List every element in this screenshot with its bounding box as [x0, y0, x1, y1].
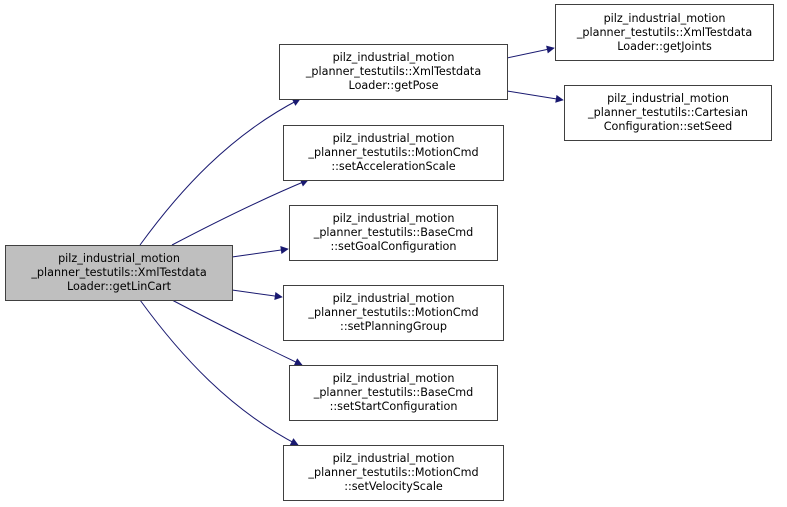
node-label-line: _planner_testutils::MotionCmd	[308, 306, 479, 319]
node-label-line: ::setPlanningGroup	[340, 320, 447, 333]
node-setSeed[interactable]: pilz_industrial_motion _planner_testutil…	[564, 85, 772, 141]
node-setPlanningGroup[interactable]: pilz_industrial_motion _planner_testutil…	[283, 285, 504, 341]
node-label-line: pilz_industrial_motion	[332, 452, 455, 465]
node-label-line: _planner_testutils::BaseCmd	[313, 226, 474, 239]
edge-getLinCart-setAccelerationScale	[171, 179, 309, 246]
node-label-line: _planner_testutils::Cartesian	[588, 106, 748, 119]
node-label-line: _planner_testutils::MotionCmd	[308, 466, 479, 479]
node-label-line: _planner_testutils::XmlTestdata	[305, 65, 482, 78]
edge-getLinCart-setVelocityScale	[139, 299, 299, 446]
node-label-line: _planner_testutils::XmlTestdata	[31, 266, 207, 279]
edge-getPose-setSeed	[506, 90, 564, 103]
node-label-line: Loader::getJoints	[617, 39, 712, 53]
node-label-line: pilz_industrial_motion	[58, 252, 180, 265]
node-label-line: ::setAccelerationScale	[331, 160, 456, 173]
node-label-line: pilz_industrial_motion	[607, 92, 729, 105]
node-setStartConfiguration[interactable]: pilz_industrial_motion _planner_testutil…	[289, 365, 498, 421]
node-label-line: Loader::getPose	[348, 79, 439, 92]
node-label-line: Loader::getLinCart	[66, 280, 172, 293]
node-setAccelerationScale[interactable]: pilz_industrial_motion _planner_testutil…	[283, 125, 504, 181]
edge-getLinCart-setPlanningGroup	[231, 289, 283, 300]
node-getJoints[interactable]: pilz_industrial_motion _planner_testutil…	[555, 4, 774, 61]
node-label-line: _planner_testutils::XmlTestdata	[576, 25, 753, 39]
node-label-line: pilz_industrial_motion	[332, 292, 455, 305]
edge-getPose-getJoints	[506, 45, 555, 59]
node-label-line: ::setStartConfiguration	[329, 400, 458, 413]
node-label-line: _planner_testutils::BaseCmd	[313, 386, 474, 399]
node-label-line: ::setGoalConfiguration	[330, 240, 457, 253]
node-setGoalConfiguration[interactable]: pilz_industrial_motion _planner_testutil…	[289, 205, 498, 261]
node-label-line: Configuration::setSeed	[603, 120, 733, 133]
node-label-line: pilz_industrial_motion	[603, 11, 726, 25]
node-label-line: _planner_testutils::MotionCmd	[308, 146, 479, 159]
node-getLinCart: pilz_industrial_motion _planner_testutil…	[5, 245, 233, 301]
node-getPose[interactable]: pilz_industrial_motion _planner_testutil…	[279, 44, 508, 100]
node-label-line: pilz_industrial_motion	[332, 212, 455, 225]
node-label-line: pilz_industrial_motion	[332, 51, 455, 64]
node-setVelocityScale[interactable]: pilz_industrial_motion _planner_testutil…	[283, 445, 504, 501]
node-label-line: ::setVelocityScale	[344, 480, 443, 493]
node-label-line: pilz_industrial_motion	[332, 132, 455, 145]
edge-getLinCart-setStartConfiguration	[171, 299, 303, 366]
edge-getLinCart-setGoalConfiguration	[231, 246, 289, 258]
node-label-line: pilz_industrial_motion	[332, 372, 455, 385]
edge-getLinCart-getPose	[139, 98, 301, 246]
